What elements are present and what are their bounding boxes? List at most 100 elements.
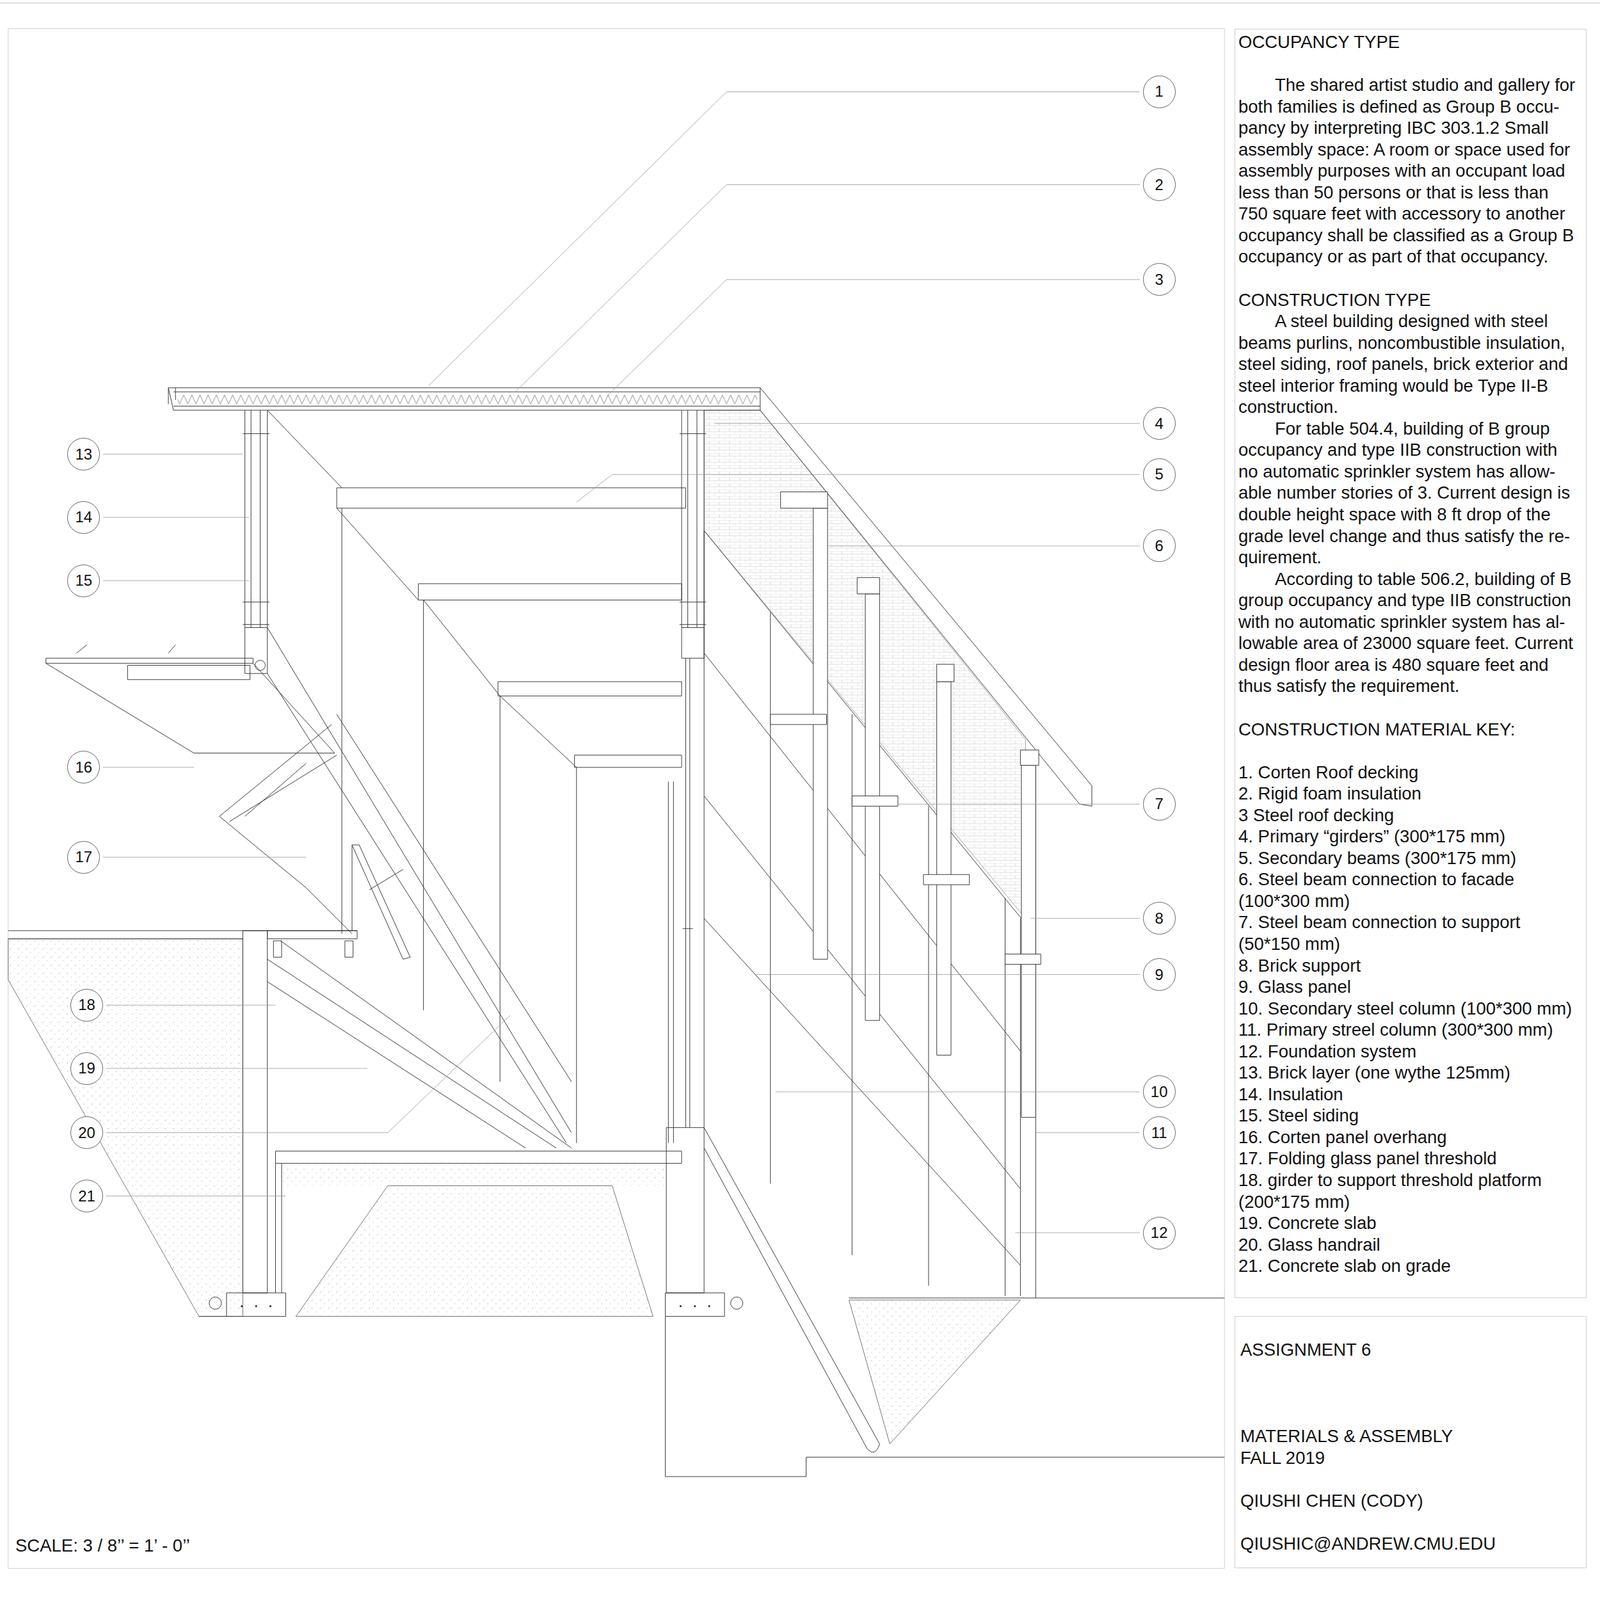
leader-line <box>106 1195 287 1197</box>
section-heading: CONSTRUCTION MATERIAL KEY: <box>1238 718 1579 741</box>
callout-number: 4 <box>1155 416 1164 432</box>
callout-circle: 21 <box>70 1179 104 1213</box>
drain-pipe <box>730 1296 744 1309</box>
callout-number: 15 <box>74 572 93 589</box>
material-key-item: 7. Steel beam connection to support (50*… <box>1238 911 1579 955</box>
material-key-item: 9. Glass panel <box>1238 976 1579 998</box>
callout-number: 7 <box>1155 796 1164 812</box>
leader-line <box>607 279 1140 397</box>
callout-number: 19 <box>78 1060 96 1076</box>
material-key-item: 21. Concrete slab on grade <box>1238 1255 1579 1277</box>
soil-middle <box>295 1185 653 1317</box>
note-paragraph: According to table 506.2, building of B … <box>1238 568 1579 697</box>
material-key-item: 17. Folding glass panel threshold <box>1238 1147 1579 1170</box>
foundation-left <box>199 930 287 1317</box>
interior-columns <box>341 508 674 1144</box>
leader-line <box>106 1004 276 1006</box>
callout-circle: 12 <box>1143 1216 1176 1250</box>
brick-supports <box>813 508 1037 1118</box>
callout-number: 18 <box>78 997 96 1013</box>
interior-receding <box>267 410 577 1144</box>
secondary-beams <box>336 487 686 768</box>
leader-line <box>1015 1232 1140 1233</box>
leader-line <box>576 474 1140 502</box>
material-key-item: 10. Secondary steel column (100*300 mm) <box>1238 997 1579 1020</box>
glass-handrail <box>352 844 411 960</box>
material-key-item: 16. Corten panel overhang <box>1238 1126 1579 1149</box>
callout-circle: 15 <box>67 564 100 598</box>
leader-line <box>106 1068 368 1069</box>
callout-number: 3 <box>1155 272 1164 288</box>
grade-line <box>8 930 358 939</box>
leader-line <box>897 803 1140 805</box>
leader-line <box>103 453 243 455</box>
right-wall-layers <box>679 410 706 628</box>
callout-circle: 8 <box>1143 901 1176 935</box>
callout-circle: 11 <box>1143 1116 1176 1149</box>
drawing-frame <box>8 28 1225 1569</box>
callout-number: 21 <box>78 1188 96 1204</box>
material-key-item: 14. Insulation <box>1238 1083 1579 1106</box>
title-block-text: QIUSHIC@ANDREW.CMU.EDU <box>1240 1532 1580 1555</box>
material-key-item: 6. Steel beam connection to facade (100*… <box>1238 868 1579 912</box>
brick-facade <box>704 410 1026 919</box>
roof-perspective <box>760 387 1092 807</box>
corten-overhang <box>46 645 335 754</box>
facade-receding <box>704 530 1026 1266</box>
callout-number: 5 <box>1155 466 1164 482</box>
support-arms <box>770 714 1042 965</box>
callout-circle: 14 <box>67 501 100 534</box>
material-key-item: 1. Corten Roof decking <box>1238 761 1579 784</box>
callout-circle: 16 <box>67 750 100 784</box>
material-key-item: 11. Primary streel column (300*300 mm) <box>1238 1018 1579 1041</box>
concrete-slab <box>267 940 572 1149</box>
soil-right <box>849 1299 1021 1444</box>
lower-grade <box>665 1297 1225 1477</box>
title-block: ASSIGNMENT 6MATERIALS & ASSEMBLY FALL 20… <box>1234 1315 1587 1568</box>
callout-circle: 17 <box>67 840 100 874</box>
footing-dot <box>269 1304 272 1307</box>
callout-number: 9 <box>1155 967 1164 983</box>
folding-glass <box>219 724 352 934</box>
note-paragraph: A steel building designed with steel bea… <box>1238 310 1579 418</box>
footing-dot <box>679 1304 682 1307</box>
title-block-text: ASSIGNMENT 6 <box>1240 1338 1574 1361</box>
callout-number: 2 <box>1155 177 1164 193</box>
material-key-item: 18. girder to support threshold platform… <box>1238 1169 1579 1213</box>
soil-left <box>8 938 244 1317</box>
callout-number: 8 <box>1155 910 1164 927</box>
material-key-item: 3 Steel roof decking <box>1238 804 1579 827</box>
connection-pin <box>255 659 266 671</box>
material-key-item: 5. Secondary beams (300*175 mm) <box>1238 847 1579 870</box>
callout-number: 17 <box>74 849 93 865</box>
callout-circle: 5 <box>1143 458 1176 491</box>
leader-line <box>1030 917 1140 919</box>
leader-line <box>775 1091 1140 1092</box>
title-block-text: QIUSHI CHEN (CODY) <box>1240 1489 1574 1512</box>
callout-circle: 2 <box>1143 168 1176 201</box>
leader-line <box>1035 1132 1140 1133</box>
material-key-item: 13. Brick layer (one wythe 125mm) <box>1238 1061 1579 1084</box>
leader-line <box>106 1015 511 1133</box>
leader-line <box>103 856 306 858</box>
notes-panel: OCCUPANCY TYPEThe shared artist studio a… <box>1234 28 1587 1298</box>
scale-label: SCALE: 3 / 8’’ = 1’ - 0’’ <box>15 1534 191 1557</box>
section-heading: CONSTRUCTION TYPE <box>1238 289 1579 312</box>
threshold-platform <box>267 930 358 957</box>
roof-slab <box>168 387 761 411</box>
leader-lines <box>103 91 1140 1232</box>
callout-number: 13 <box>74 446 93 463</box>
leader-line <box>755 974 1140 975</box>
leader-line <box>103 766 194 768</box>
callout-circle: 18 <box>70 988 104 1022</box>
callout-circle: 20 <box>70 1116 104 1149</box>
leader-line <box>714 423 1140 424</box>
drain-pipe <box>209 1296 222 1309</box>
material-key-item: 20. Glass handrail <box>1238 1233 1579 1256</box>
note-paragraph: The shared artist studio and gallery for… <box>1238 74 1579 268</box>
material-key-item: 8. Brick support <box>1238 954 1579 977</box>
callout-circle: 3 <box>1143 263 1176 296</box>
leader-line <box>428 91 1140 386</box>
callout-circle: 1 <box>1143 75 1176 109</box>
